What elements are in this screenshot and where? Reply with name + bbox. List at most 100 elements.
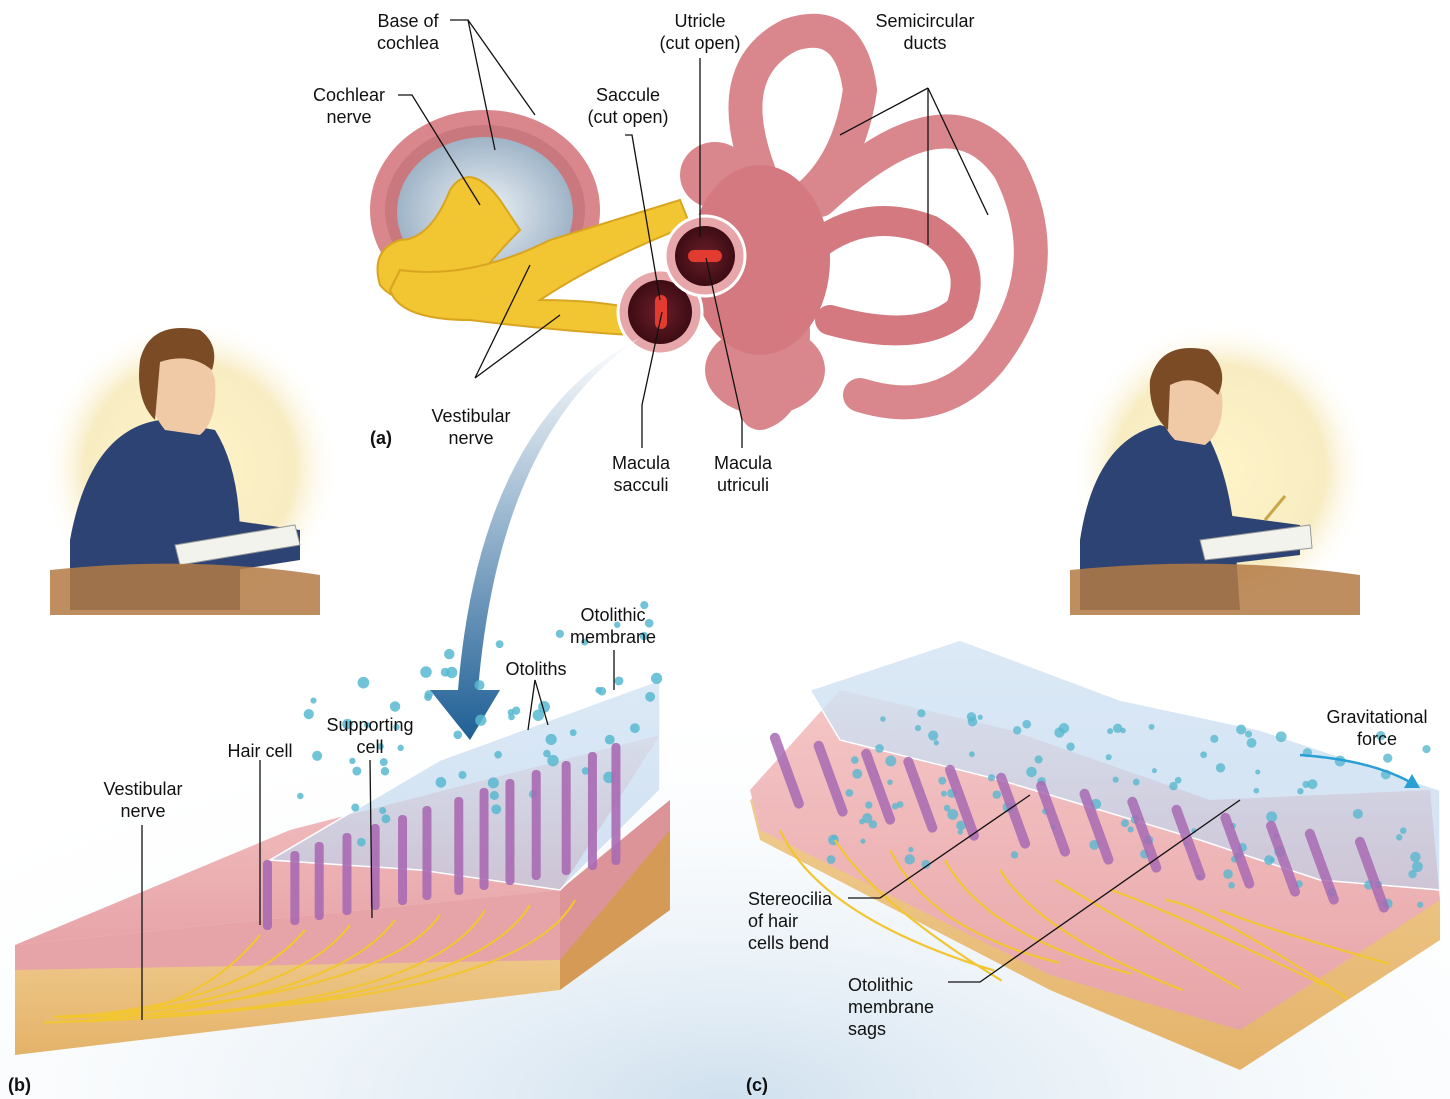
- otolith: [1255, 769, 1260, 774]
- otolith: [1245, 731, 1252, 738]
- otolith: [351, 804, 359, 812]
- otolith: [992, 790, 1001, 799]
- otolith: [1417, 902, 1423, 908]
- otolith: [860, 838, 865, 843]
- otolith: [1133, 779, 1140, 786]
- otolith: [1396, 834, 1402, 840]
- otolith: [875, 744, 884, 753]
- otolith: [1412, 861, 1423, 872]
- otolith: [1121, 819, 1129, 827]
- otolith: [547, 755, 558, 766]
- semicircular-duct-posterior: [820, 131, 1031, 402]
- otolith: [865, 801, 872, 808]
- otolith: [1236, 725, 1246, 735]
- otolith: [379, 807, 386, 814]
- otolith: [1302, 781, 1309, 788]
- otolith: [917, 709, 925, 717]
- hair-cell: [588, 752, 597, 870]
- otolith: [546, 734, 557, 745]
- label-semicircular-ducts: Semicircular ducts: [860, 10, 990, 54]
- label-membrane-sags: Otolithic membrane sags: [848, 974, 958, 1040]
- otolith: [852, 769, 862, 779]
- otolith: [491, 804, 501, 814]
- otolith: [934, 740, 939, 745]
- otolith: [827, 855, 836, 864]
- hair-cell: [422, 806, 431, 900]
- hair-cell: [342, 833, 351, 915]
- otolith: [1107, 728, 1113, 734]
- otolith: [944, 805, 951, 812]
- label-otoliths: Otoliths: [490, 658, 582, 680]
- otolith: [1128, 826, 1134, 832]
- otolith: [310, 697, 316, 703]
- otolith: [380, 758, 388, 766]
- otolith: [453, 731, 462, 740]
- otolith: [968, 717, 978, 727]
- otolith: [424, 693, 432, 701]
- otolith: [358, 677, 370, 689]
- otolith: [508, 713, 515, 720]
- otolith: [570, 729, 577, 736]
- otolith: [1266, 811, 1277, 822]
- otolith: [928, 730, 938, 740]
- otolith: [475, 715, 486, 726]
- hair-cell: [562, 761, 571, 875]
- otolith: [1216, 763, 1225, 772]
- otolith: [1152, 768, 1157, 773]
- hair-cell: [315, 842, 324, 920]
- otolith: [605, 735, 615, 745]
- otolith: [630, 723, 640, 733]
- otolith: [908, 847, 913, 852]
- otolith: [862, 813, 872, 823]
- otolith: [651, 673, 662, 684]
- otolith: [1149, 724, 1155, 730]
- otolith: [988, 774, 995, 781]
- otolith: [1353, 809, 1363, 819]
- otolith: [494, 751, 502, 759]
- label-base-of-cochlea: Base of cochlea: [368, 10, 448, 54]
- otolith: [1175, 777, 1182, 784]
- otolith: [885, 756, 896, 767]
- otolith: [846, 789, 854, 797]
- otolith: [941, 791, 947, 797]
- otolith: [1264, 855, 1274, 865]
- otolith: [1013, 726, 1021, 734]
- label-otolithic-membrane: Otolithic membrane: [558, 604, 668, 648]
- otolith: [1066, 742, 1074, 750]
- macula-sacculi: [655, 295, 667, 329]
- otolith: [614, 676, 623, 685]
- otolith: [905, 854, 915, 864]
- otolith: [1113, 724, 1122, 733]
- panel-label-c: (c): [746, 1075, 768, 1096]
- label-utricle: Utricle (cut open): [648, 10, 752, 54]
- otolith: [645, 692, 655, 702]
- label-stereocilia-bend: Stereocilia of hair cells bend: [748, 888, 858, 954]
- otolith: [297, 793, 304, 800]
- otolith: [958, 829, 963, 834]
- person-reading-icon: [40, 318, 340, 618]
- macula-utriculi: [688, 250, 722, 262]
- hair-cell: [480, 788, 489, 890]
- label-gravitational-force: Gravitational force: [1310, 706, 1444, 750]
- hair-cell: [454, 797, 463, 895]
- otolith: [1011, 851, 1018, 858]
- otolith: [1223, 869, 1233, 879]
- otolith: [1200, 751, 1207, 758]
- otolith: [490, 791, 499, 800]
- label-macula-sacculi: Macula sacculi: [596, 452, 686, 496]
- otolith: [1210, 735, 1218, 743]
- otolith: [1022, 720, 1031, 729]
- otolith: [512, 707, 520, 715]
- otolith: [458, 771, 466, 779]
- otolith: [595, 687, 601, 693]
- otolith: [1410, 852, 1420, 862]
- otolith: [1106, 754, 1112, 760]
- otolith: [1297, 788, 1303, 794]
- otolith: [915, 725, 921, 731]
- otolith: [446, 667, 457, 678]
- otolith: [444, 649, 455, 660]
- label-supporting-cell: Supporting cell: [314, 714, 426, 758]
- otolith: [488, 777, 499, 788]
- otolith: [1113, 777, 1119, 783]
- label-saccule: Saccule (cut open): [576, 84, 680, 128]
